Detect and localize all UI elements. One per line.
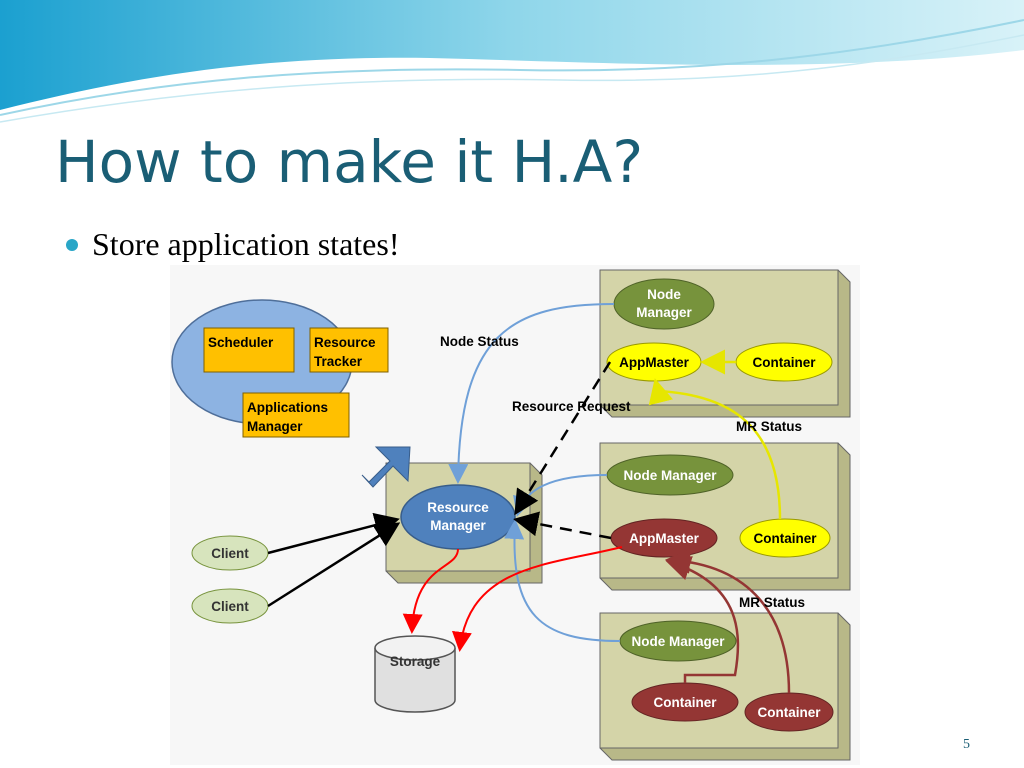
client2-to-rm-arrow <box>267 522 401 608</box>
node1-appmaster-label: AppMaster <box>619 355 690 370</box>
resource-tracker-label-line1: Resource <box>314 335 376 350</box>
resource-tracker-box <box>309 327 389 373</box>
appmaster-to-storage-arrow <box>452 546 623 652</box>
container-a-mr-status-arrow <box>665 556 740 683</box>
slide-title: How to make it H.A? <box>55 128 644 196</box>
mr-status-yellow-arrow <box>648 378 782 520</box>
scheduler-label: Scheduler <box>208 335 274 350</box>
node3-container-a-label: Container <box>653 695 717 710</box>
node3-container-b-label: Container <box>757 705 821 720</box>
node2-container-ellipse <box>739 518 831 558</box>
node2-node-manager-label: Node Manager <box>623 468 717 483</box>
bullet-dot-icon <box>66 238 78 251</box>
client-1-label: Client <box>211 546 249 561</box>
rm-to-storage-arrow <box>402 548 459 634</box>
container-b-mr-status-arrow <box>665 548 791 694</box>
resource-request-label: Resource Request <box>512 399 631 414</box>
resource-request-dashed-arrow-1 <box>514 361 612 516</box>
applications-manager-label-line1: Applications <box>247 400 328 415</box>
bullet-item: Store application states! <box>66 226 399 263</box>
node2-container-label: Container <box>753 531 817 546</box>
header-wave-decoration <box>0 0 1024 123</box>
node3-status-arrow <box>504 519 621 642</box>
mr-status-label-1: MR Status <box>736 419 802 434</box>
storage-label: Storage <box>390 654 441 669</box>
mr-status-label-2: MR Status <box>739 595 805 610</box>
client-2-label: Client <box>211 599 249 614</box>
applications-manager-label-line2: Manager <box>247 419 303 434</box>
node3-node-manager-label: Node Manager <box>631 634 725 649</box>
node1-node-manager-label-line1: Node <box>647 287 681 302</box>
resource-manager-ellipse <box>400 484 516 550</box>
bullet-text: Store application states! <box>92 226 400 262</box>
scheduler-box <box>203 327 295 373</box>
resource-manager-label-line1: Resource <box>427 500 489 515</box>
resource-tracker-label-line2: Tracker <box>314 354 363 369</box>
yarn-ha-diagram: Scheduler Resource Tracker Applications … <box>170 265 860 765</box>
resource-manager-label-line2: Manager <box>430 518 486 533</box>
applications-manager-box <box>242 392 350 438</box>
node-status-label: Node Status <box>440 334 519 349</box>
expand-arrow-icon <box>361 446 411 488</box>
node1-node-manager-label-line2: Manager <box>636 305 692 320</box>
node1-status-arrow <box>448 303 615 484</box>
resource-request-dashed-arrow-2 <box>513 511 612 540</box>
page-number: 5 <box>963 737 970 752</box>
storage-cylinder <box>374 635 456 713</box>
node2-appmaster-label: AppMaster <box>629 531 700 546</box>
node1-container-label: Container <box>752 355 816 370</box>
